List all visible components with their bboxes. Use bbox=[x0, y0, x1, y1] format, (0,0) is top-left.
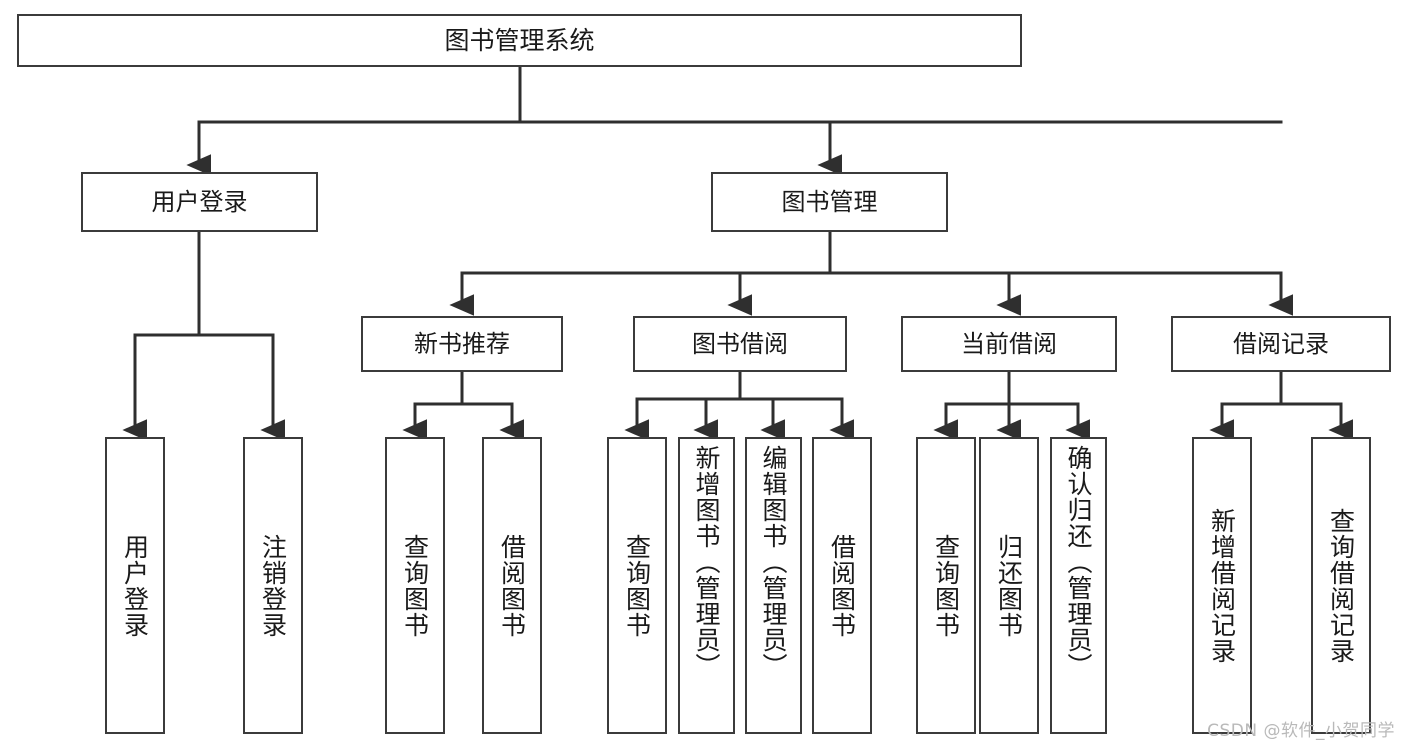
node-label: 查询图书 bbox=[931, 533, 961, 638]
leaf-return-book[interactable]: 归还图书 bbox=[979, 437, 1039, 734]
csdn-watermark: CSDN @软件_小贺同学 bbox=[1207, 721, 1395, 741]
node-label: 确认归还（管理员） bbox=[1064, 445, 1093, 679]
leaf-add-book-admin[interactable]: 新增图书（管理员） bbox=[678, 437, 735, 734]
node-label: 图书借阅 bbox=[692, 329, 788, 358]
node-label: 编辑图书（管理员） bbox=[759, 445, 788, 679]
node-label: 查询借阅记录 bbox=[1326, 507, 1356, 664]
node-label: 借阅记录 bbox=[1233, 329, 1329, 358]
node-borrow-records[interactable]: 借阅记录 bbox=[1171, 316, 1391, 372]
node-label: 查询图书 bbox=[622, 533, 652, 638]
node-label: 新书推荐 bbox=[414, 329, 510, 358]
leaf-borrow-book-recommend[interactable]: 借阅图书 bbox=[482, 437, 542, 734]
node-label: 用户登录 bbox=[120, 533, 150, 638]
node-new-book-recommend[interactable]: 新书推荐 bbox=[361, 316, 563, 372]
node-label: 图书管理 bbox=[781, 187, 878, 216]
node-label: 归还图书 bbox=[994, 533, 1024, 638]
node-label: 用户登录 bbox=[151, 187, 248, 216]
node-book-borrow[interactable]: 图书借阅 bbox=[633, 316, 847, 372]
node-label: 当前借阅 bbox=[961, 329, 1057, 358]
node-label: 新增借阅记录 bbox=[1207, 507, 1237, 664]
node-current-borrow[interactable]: 当前借阅 bbox=[901, 316, 1117, 372]
node-label: 图书管理系统 bbox=[444, 25, 595, 55]
leaf-query-borrow-record[interactable]: 查询借阅记录 bbox=[1311, 437, 1371, 734]
node-label: 新增图书（管理员） bbox=[692, 445, 721, 679]
leaf-query-book-recommend[interactable]: 查询图书 bbox=[385, 437, 445, 734]
node-book-management[interactable]: 图书管理 bbox=[711, 172, 948, 232]
node-user-login[interactable]: 用户登录 bbox=[81, 172, 318, 232]
node-label: 注销登录 bbox=[258, 533, 288, 638]
leaf-confirm-return-admin[interactable]: 确认归还（管理员） bbox=[1050, 437, 1107, 734]
node-label: 查询图书 bbox=[400, 533, 430, 638]
leaf-logout[interactable]: 注销登录 bbox=[243, 437, 303, 734]
node-root-system[interactable]: 图书管理系统 bbox=[17, 14, 1022, 67]
leaf-query-book-current[interactable]: 查询图书 bbox=[916, 437, 976, 734]
node-label: 借阅图书 bbox=[827, 533, 857, 638]
leaf-borrow-book[interactable]: 借阅图书 bbox=[812, 437, 872, 734]
node-label: 借阅图书 bbox=[497, 533, 527, 638]
leaf-user-login[interactable]: 用户登录 bbox=[105, 437, 165, 734]
leaf-edit-book-admin[interactable]: 编辑图书（管理员） bbox=[745, 437, 802, 734]
leaf-query-book-borrow[interactable]: 查询图书 bbox=[607, 437, 667, 734]
leaf-add-borrow-record[interactable]: 新增借阅记录 bbox=[1192, 437, 1252, 734]
